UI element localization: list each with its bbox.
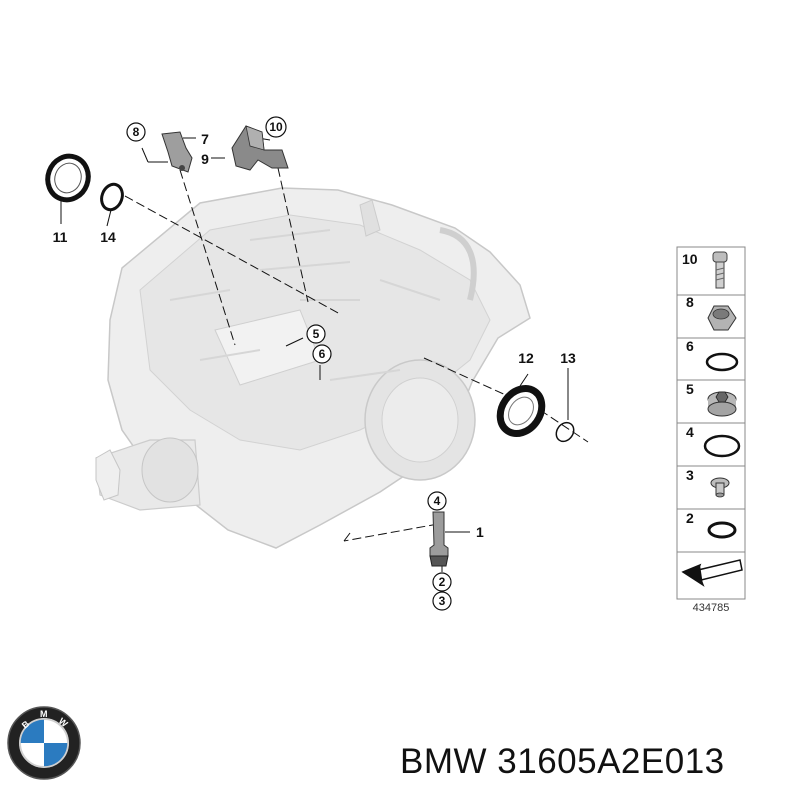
svg-text:10: 10 (269, 120, 283, 134)
legend-o-ring-large-icon (703, 434, 741, 458)
part-7-bracket (161, 131, 193, 173)
legend-arrow-icon (681, 559, 743, 587)
callout-2: 2 (432, 572, 452, 592)
svg-text:6: 6 (319, 347, 326, 361)
callout-4: 4 (427, 491, 447, 511)
svg-text:8: 8 (133, 125, 140, 139)
legend-label-5: 5 (686, 381, 694, 397)
legend-bolt-icon (712, 251, 728, 289)
callout-10: 10 (265, 116, 287, 138)
part-number-title: BMW 31605A2E013 (400, 742, 725, 781)
label-1: 1 (476, 524, 484, 540)
reference-number: 434785 (693, 602, 730, 614)
logo-letter-b: B (20, 718, 32, 730)
parts-legend-table: 10 8 6 5 4 3 2 (676, 246, 746, 614)
legend-label-2: 2 (686, 510, 694, 526)
svg-text:5: 5 (313, 327, 320, 341)
svg-text:4: 4 (434, 494, 441, 508)
transmission-housing (95, 187, 531, 549)
callout-5: 5 (306, 324, 326, 344)
part-14-o-ring (100, 182, 124, 212)
svg-text:3: 3 (439, 594, 446, 608)
legend-label-8: 8 (686, 294, 694, 310)
legend-drain-plug-icon (710, 477, 730, 498)
legend-seal-ring-icon (707, 521, 737, 539)
callout-3: 3 (432, 591, 452, 611)
label-13: 13 (560, 350, 576, 366)
label-9: 9 (201, 151, 209, 167)
callout-6: 6 (312, 344, 332, 364)
callout-8: 8 (126, 122, 146, 142)
svg-text:2: 2 (439, 575, 446, 589)
logo-letter-m: M (40, 709, 48, 719)
part-1-bolt (429, 511, 449, 567)
part-12-radial-seal (496, 385, 546, 437)
legend-label-6: 6 (686, 338, 694, 354)
bmw-logo: B M W (7, 706, 81, 780)
label-11: 11 (53, 229, 68, 245)
part-13-o-ring (555, 421, 575, 443)
part-9-bracket (231, 125, 289, 171)
part-11-seal-ring (45, 153, 91, 203)
legend-label-3: 3 (686, 467, 694, 483)
legend-label-10: 10 (682, 251, 698, 267)
label-7: 7 (201, 131, 209, 147)
legend-hex-nut-icon (707, 305, 737, 331)
legend-label-4: 4 (686, 424, 694, 440)
label-14: 14 (100, 229, 116, 245)
legend-o-ring-small-icon (705, 352, 739, 372)
legend-screw-plug-icon (707, 391, 737, 417)
label-12: 12 (518, 350, 534, 366)
